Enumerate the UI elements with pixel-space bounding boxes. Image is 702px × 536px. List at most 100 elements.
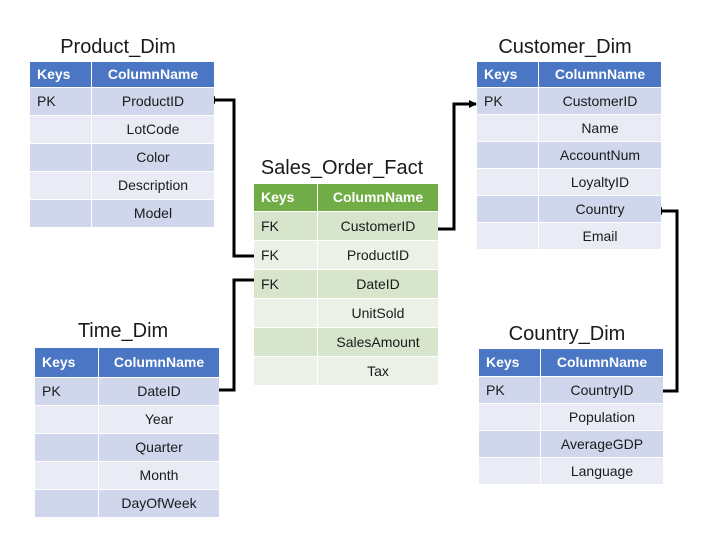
column-name-cell: AverageGDP — [540, 429, 663, 457]
table-row: Description — [30, 170, 214, 199]
table-row: SalesAmount — [254, 326, 438, 356]
table-row: UnitSold — [254, 297, 438, 327]
key-cell — [479, 429, 541, 457]
table-row: Country — [477, 194, 661, 222]
key-cell — [477, 140, 539, 168]
key-cell — [30, 142, 92, 171]
table-row: Language — [479, 456, 663, 484]
table-row: Model — [30, 198, 214, 227]
table-row: Quarter — [35, 432, 219, 461]
table-row: Month — [35, 460, 219, 489]
table-row: AccountNum — [477, 140, 661, 168]
key-cell — [254, 297, 318, 327]
column-name-cell: ProductID — [317, 239, 438, 269]
column-name-header: ColumnName — [540, 349, 663, 376]
column-name-cell: ProductID — [91, 86, 214, 115]
link-countryid — [654, 207, 679, 393]
key-cell — [254, 355, 318, 385]
key-cell: PK — [477, 86, 539, 114]
key-cell — [30, 198, 92, 227]
column-name-cell: Tax — [317, 355, 438, 385]
keys-header: Keys — [477, 62, 539, 87]
key-cell — [477, 167, 539, 195]
product-dim-title: Product_Dim — [60, 36, 176, 58]
keys-header: Keys — [254, 184, 318, 211]
table-row: LotCode — [30, 114, 214, 143]
table-row: LoyaltyID — [477, 167, 661, 195]
table-row: Email — [477, 221, 661, 249]
column-name-cell: CustomerID — [538, 86, 661, 114]
sales-order-fact-title: Sales_Order_Fact — [260, 157, 424, 179]
column-name-cell: LoyaltyID — [538, 167, 661, 195]
time-dim-title: Time_Dim — [77, 320, 169, 342]
keys-header: Keys — [35, 348, 99, 377]
column-name-cell: Country — [538, 194, 661, 222]
table-row: Name — [477, 113, 661, 141]
column-name-cell: Color — [91, 142, 214, 171]
key-cell — [479, 402, 541, 430]
column-name-cell: Month — [98, 460, 219, 489]
column-name-cell: DateID — [317, 268, 438, 298]
key-cell — [477, 113, 539, 141]
key-cell — [479, 456, 541, 484]
key-cell: PK — [35, 376, 99, 405]
key-cell — [35, 432, 99, 461]
key-cell — [35, 404, 99, 433]
key-cell: FK — [254, 210, 318, 240]
key-cell: PK — [479, 375, 541, 403]
column-name-cell: Language — [540, 456, 663, 484]
key-cell — [477, 221, 539, 249]
column-name-cell: Model — [91, 198, 214, 227]
table-row: Tax — [254, 355, 438, 385]
column-name-cell: SalesAmount — [317, 326, 438, 356]
table-row: Population — [479, 402, 663, 430]
link-productid — [207, 96, 254, 258]
column-name-cell: UnitSold — [317, 297, 438, 327]
column-name-cell: LotCode — [91, 114, 214, 143]
column-name-cell: DayOfWeek — [98, 488, 219, 517]
column-name-cell: Quarter — [98, 432, 219, 461]
key-cell — [254, 326, 318, 356]
column-name-cell: AccountNum — [538, 140, 661, 168]
table-row: DayOfWeek — [35, 488, 219, 517]
column-name-cell: CustomerID — [317, 210, 438, 240]
keys-header: Keys — [30, 62, 92, 87]
column-name-cell: Email — [538, 221, 661, 249]
table-row: Year — [35, 404, 219, 433]
key-cell — [30, 114, 92, 143]
table-row: AverageGDP — [479, 429, 663, 457]
column-name-header: ColumnName — [91, 62, 214, 87]
country-dim-title: Country_Dim — [508, 323, 626, 345]
keys-header: Keys — [479, 349, 541, 376]
column-name-cell: CountryID — [540, 375, 663, 403]
column-name-cell: Description — [91, 170, 214, 199]
link-customerid — [430, 100, 477, 231]
customer-dim-title: Customer_Dim — [498, 36, 632, 58]
column-name-cell: DateID — [98, 376, 219, 405]
key-cell: FK — [254, 268, 318, 298]
column-name-cell: Population — [540, 402, 663, 430]
key-cell — [35, 488, 99, 517]
table-row: Color — [30, 142, 214, 171]
column-name-header: ColumnName — [317, 184, 438, 211]
key-cell — [477, 194, 539, 222]
key-cell: PK — [30, 86, 92, 115]
